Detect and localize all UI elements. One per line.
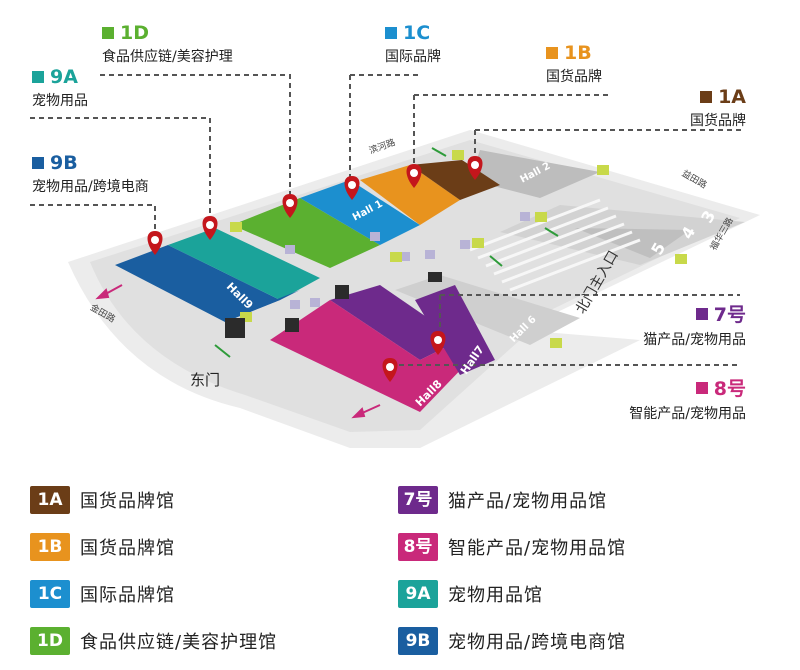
square-8-icon — [695, 381, 708, 394]
callout-9a-desc: 宠物用品 — [32, 93, 88, 109]
square-9b-icon — [32, 157, 44, 169]
hall-1b-area — [360, 165, 460, 225]
entrance-markers — [230, 150, 687, 348]
legend-item-9a: 9A 宠物用品馆 — [398, 580, 543, 608]
callout-1a-code: 1A — [718, 86, 746, 108]
legend-badge-1d: 1D — [30, 627, 70, 655]
legend-text-1b: 国货品牌馆 — [80, 538, 175, 559]
corridor-blocks — [285, 212, 530, 309]
pin-9b — [147, 231, 163, 255]
callout-9a-code: 9A — [50, 66, 78, 88]
pin-1c — [344, 176, 360, 200]
north-entrance-stripes — [469, 198, 641, 292]
callout-8-desc: 智能产品/宠物用品 — [629, 406, 746, 422]
callout-1b-code: 1B — [564, 42, 592, 64]
hall2-block — [470, 150, 600, 198]
callout-1b-desc: 国货品牌 — [546, 69, 602, 85]
legend-text-1a: 国货品牌馆 — [80, 491, 175, 512]
east-gate-label: 东门 — [190, 371, 220, 389]
callout-1d-code: 1D — [120, 22, 149, 44]
pin-9a — [202, 216, 218, 240]
square-1c-icon — [385, 27, 397, 39]
callout-9b-code: 9B — [50, 152, 78, 174]
venue-map: Hall 1 Hall 2 Hall 6 Hall7 Hall8 Hall9 5… — [30, 74, 760, 448]
callout-9b-desc: 宠物用品/跨境电商 — [32, 179, 149, 195]
hall-7-area — [330, 285, 460, 360]
pin-1a — [467, 156, 483, 180]
hall-1d-area — [232, 198, 380, 268]
callout-9a: 9A 宠物用品 — [32, 66, 88, 110]
legend-item-1c: 1C 国际品牌馆 — [30, 580, 175, 608]
legend-item-1a: 1A 国货品牌馆 — [30, 486, 175, 514]
legend-badge-8: 8号 — [398, 533, 438, 561]
square-7-icon — [695, 307, 708, 320]
pin-1b — [406, 164, 422, 188]
pin-1d — [282, 194, 298, 218]
callout-1d-desc: 食品供应链/美容护理 — [102, 49, 233, 65]
legend-text-1d: 食品供应链/美容护理馆 — [80, 632, 278, 653]
square-1d-icon — [102, 27, 114, 39]
location-pins — [147, 156, 483, 382]
square-9a-icon — [32, 71, 44, 83]
callout-leaders — [30, 74, 745, 366]
legend-badge-7: 7号 — [398, 486, 438, 514]
legend-item-9b: 9B 宠物用品/跨境电商馆 — [398, 627, 626, 655]
legend-text-8: 智能产品/宠物用品馆 — [448, 538, 627, 559]
callout-1d: 1D 食品供应链/美容护理 — [102, 22, 233, 66]
callout-7-desc: 猫产品/宠物用品 — [643, 332, 746, 348]
callout-1a: 1A 国货品牌 — [690, 86, 746, 130]
hall-8-area — [270, 300, 470, 412]
legend-badge-1a: 1A — [30, 486, 70, 514]
callout-1b: 1B 国货品牌 — [546, 42, 602, 86]
legend-item-1d: 1D 食品供应链/美容护理馆 — [30, 627, 277, 655]
passage-arrows — [214, 147, 559, 358]
callout-1c-desc: 国际品牌 — [385, 49, 441, 65]
callout-1a-desc: 国货品牌 — [690, 113, 746, 129]
hall-1c-area — [300, 180, 420, 245]
legend-badge-1c: 1C — [30, 580, 70, 608]
hall-9b-area — [115, 245, 280, 322]
road-yitian: 益田路 — [680, 167, 709, 191]
hall-7-tower — [415, 285, 495, 375]
legend-badge-9a: 9A — [398, 580, 438, 608]
callout-8: 8号 智能产品/宠物用品 — [629, 374, 746, 423]
square-1a-icon — [700, 91, 713, 103]
callout-7: 7号 猫产品/宠物用品 — [643, 300, 746, 349]
legend-text-1c: 国际品牌馆 — [80, 585, 175, 606]
legend-text-9b: 宠物用品/跨境电商馆 — [448, 632, 627, 653]
legend-text-7: 猫产品/宠物用品馆 — [448, 491, 608, 512]
legend-text-9a: 宠物用品馆 — [448, 585, 543, 606]
hall-9a-area — [168, 228, 320, 300]
stairs — [225, 272, 442, 338]
legend-badge-1b: 1B — [30, 533, 70, 561]
square-1b-icon — [546, 47, 558, 59]
callout-8-code: 8号 — [713, 378, 746, 400]
legend-badge-9b: 9B — [398, 627, 438, 655]
pin-8 — [382, 358, 398, 382]
pin-7 — [430, 331, 446, 355]
callout-9b: 9B 宠物用品/跨境电商 — [32, 152, 149, 196]
callout-1c: 1C 国际品牌 — [385, 22, 441, 66]
legend-item-1b: 1B 国货品牌馆 — [30, 533, 175, 561]
callout-7-code: 7号 — [713, 304, 746, 326]
road-binhe: 滨河路 — [367, 136, 396, 157]
legend-item-7: 7号 猫产品/宠物用品馆 — [398, 486, 607, 514]
hall-1a-area — [410, 160, 500, 200]
legend-item-8: 8号 智能产品/宠物用品馆 — [398, 533, 626, 561]
callout-1c-code: 1C — [403, 22, 431, 44]
direction-arrows — [95, 284, 381, 419]
